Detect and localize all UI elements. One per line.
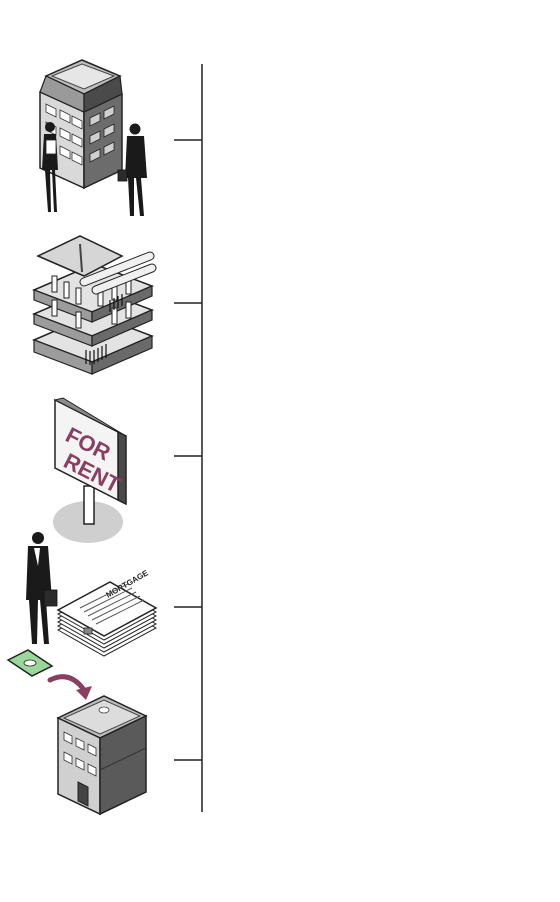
money-to-building-icon bbox=[6, 649, 148, 816]
office-building-handshake-icon bbox=[39, 59, 147, 216]
for-rent-sign-icon: FOR RENT bbox=[53, 397, 127, 543]
mortgage-documents-icon: MORTGAGE bbox=[26, 532, 158, 657]
construction-floors-icon bbox=[32, 235, 157, 375]
arrow bbox=[47, 674, 87, 693]
